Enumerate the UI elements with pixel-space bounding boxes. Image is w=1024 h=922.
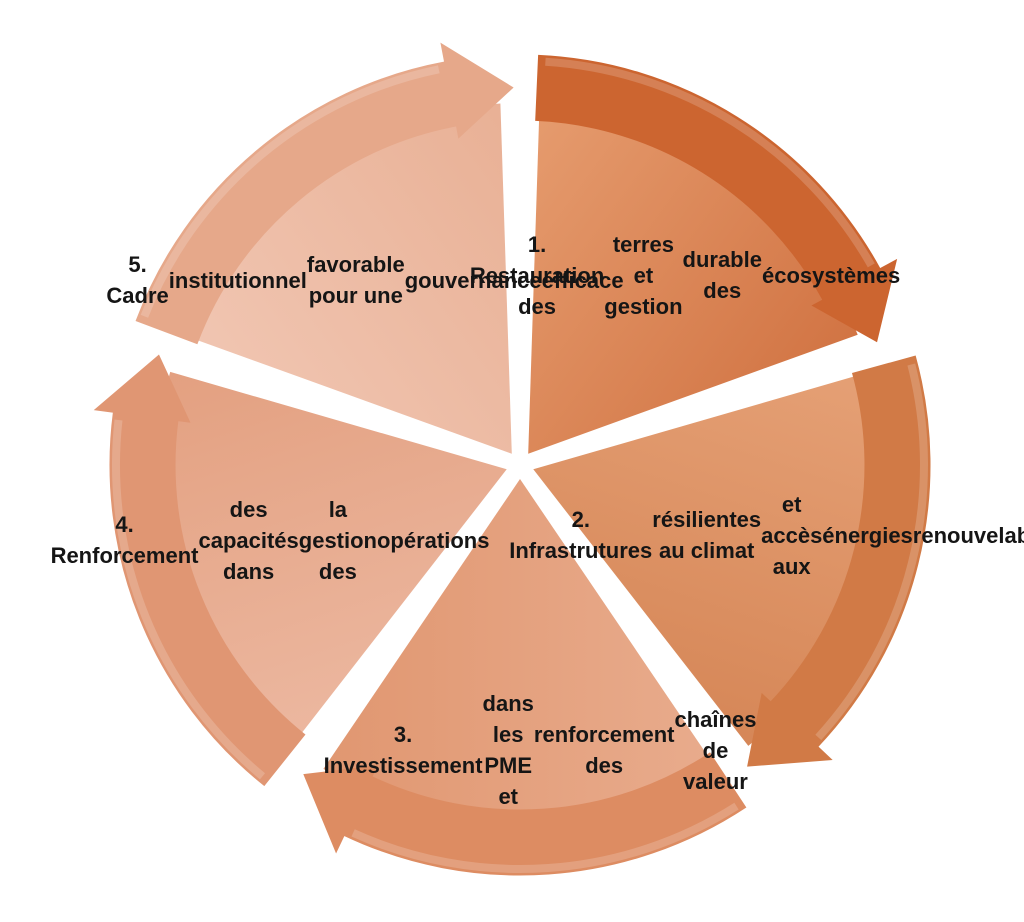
segment-2-line-2: résilientes au climat	[652, 507, 762, 563]
segment-4-line-4: opérations	[376, 527, 490, 553]
segment-2-line-1: 2. Infrastrutures	[509, 507, 653, 563]
segment-4-label: 4. Renforcement des capacités dans la ge…	[51, 470, 490, 610]
segment-1-wedge	[528, 103, 858, 454]
segment-5-arrow	[135, 42, 514, 345]
segment-1-arrow	[535, 54, 898, 343]
segment-3-label: 3. Investissement dans les PME et renfor…	[324, 680, 757, 820]
segment-3-line-4: chaînes de valeur	[674, 706, 757, 794]
segment-1-label: 1. Restauration des terres et gestion du…	[470, 205, 900, 345]
segment-2-line-4: énergies	[822, 522, 913, 548]
segment-5-line-3: favorable pour une	[306, 252, 405, 308]
segment-1	[528, 54, 898, 454]
segment-5-line-5: efficace	[541, 267, 624, 293]
segment-4-line-2: des capacités dans	[198, 496, 299, 584]
segment-2-highlight	[815, 363, 928, 741]
segment-1-line-4: écosystèmes	[761, 262, 901, 288]
segment-5-wedge	[182, 103, 512, 454]
segment-1-highlight	[545, 57, 875, 268]
segment-1-line-3: durable des	[682, 247, 762, 303]
segment-4-wedge	[158, 371, 507, 746]
segment-3-arrow	[303, 752, 747, 876]
segment-4-highlight	[112, 419, 266, 780]
segment-2-label: 2. Infrastrutures résilientes au climat …	[509, 450, 1024, 620]
segment-2-line-5: renouvelables	[912, 522, 1024, 548]
segment-3-highlight	[351, 802, 739, 873]
segment-3-wedge	[323, 479, 717, 827]
segment-4-line-1: 4. Renforcement	[50, 512, 199, 568]
segment-3-line-2: dans les PME et	[482, 691, 534, 809]
segment-4-arrow	[93, 354, 306, 787]
segment-2-wedge	[533, 371, 882, 746]
segment-2-line-3: et accès aux	[761, 491, 823, 579]
segment-5-line-4: gouvernance	[404, 267, 542, 293]
segment-4-line-3: la gestion des	[298, 496, 377, 584]
segment-5-line-2: institutionnel	[168, 267, 307, 293]
segment-5-line-1: 5. Cadre	[106, 252, 169, 308]
segment-5-highlight	[140, 65, 440, 318]
segment-5-label: 5. Cadre institutionnel favorable pour u…	[106, 195, 623, 365]
segment-2-arrow	[747, 355, 931, 767]
segment-3	[303, 479, 747, 876]
segment-5	[135, 42, 514, 454]
segment-3-line-1: 3. Investissement	[323, 722, 483, 778]
segment-1-line-2: terres et gestion	[604, 231, 683, 319]
segment-4	[93, 354, 507, 787]
segment-2	[533, 355, 931, 767]
segment-1-line-1: 1. Restauration des	[469, 231, 605, 319]
segment-3-line-3: renforcement des	[533, 722, 675, 778]
